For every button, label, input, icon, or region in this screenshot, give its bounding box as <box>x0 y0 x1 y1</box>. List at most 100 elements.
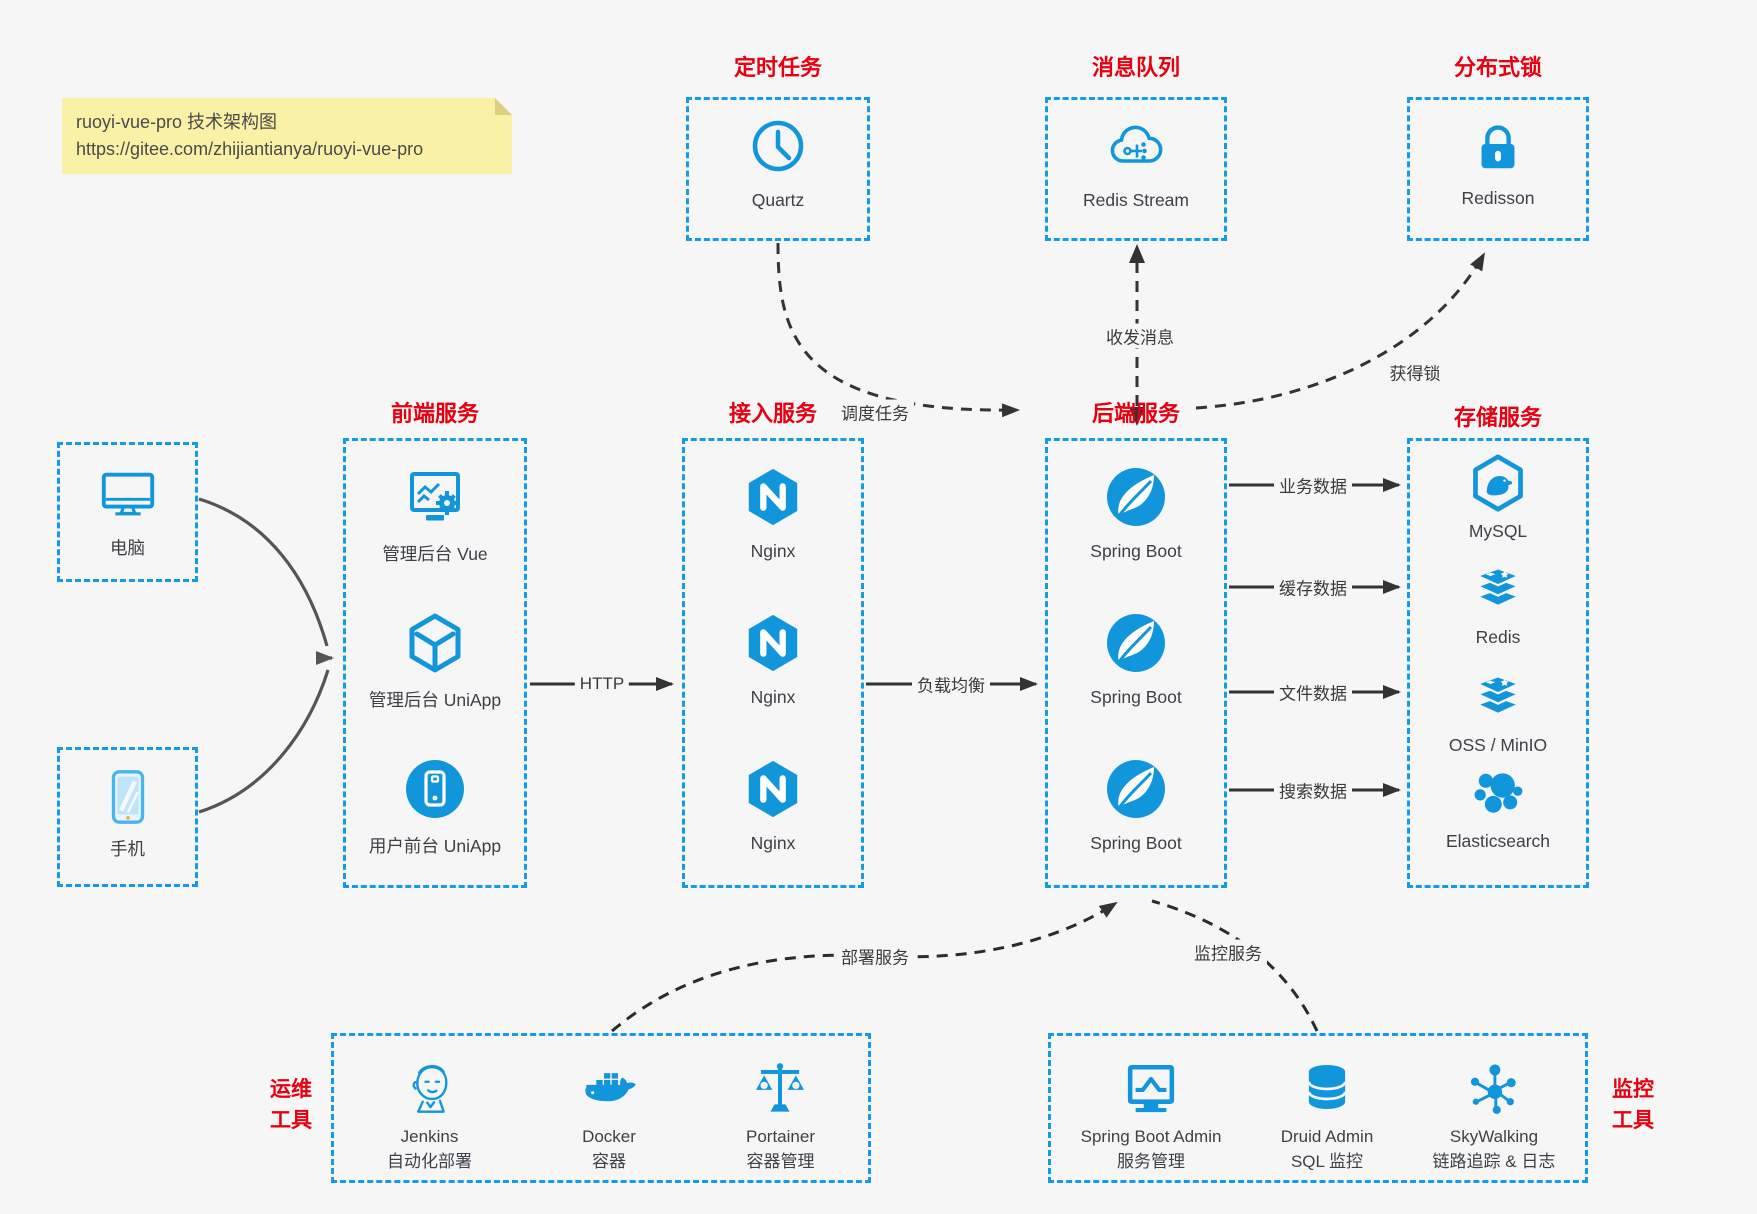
section-label-frontend: 前端服务 <box>390 401 480 426</box>
ops-tools-box: Jenkins 自动化部署 Docker 容器 <box>331 1033 871 1183</box>
redis-stream-box: Redis Stream <box>1045 97 1227 241</box>
edge-label-http: HTTP <box>574 674 630 694</box>
tool-spring-boot-admin: Spring Boot Admin 服务管理 <box>1080 1060 1222 1174</box>
computer-box: 电脑 <box>57 442 198 582</box>
tool-skywalking: SkyWalking 链路追踪 & 日志 <box>1432 1060 1556 1174</box>
section-label-backend: 后端服务 <box>1091 401 1181 426</box>
nginx-icon <box>748 614 798 672</box>
portainer-icon <box>756 1063 805 1112</box>
monitor-chart-icon <box>1127 1064 1175 1113</box>
tool-name: Portainer <box>746 1127 815 1146</box>
node-label: Redisson <box>1461 188 1535 208</box>
oss-stack-icon <box>1476 675 1520 715</box>
ops-tools-label: 运维 工具 <box>270 1078 312 1132</box>
elasticsearch-icon <box>1474 773 1523 813</box>
edge-dispatch-job <box>776 242 1020 418</box>
node-label: Quartz <box>751 190 805 210</box>
edge-phone-to-frontend <box>198 669 330 814</box>
frontend-box: 管理后台 Vue 管理后台 UniApp 用户前台 UniApp <box>343 438 527 888</box>
quartz-box: Quartz <box>686 97 870 241</box>
node-label: Redis Stream <box>1082 190 1189 210</box>
node-label: 管理后台 Vue <box>382 544 488 564</box>
spring-icon <box>1107 468 1165 526</box>
edge-label-file-data: 文件数据 <box>1274 679 1352 705</box>
tool-druid-admin: Druid Admin SQL 监控 <box>1280 1060 1374 1174</box>
redis-stack-icon <box>1476 567 1520 607</box>
msg-arrowhead-down <box>1129 407 1145 426</box>
edge-label-acquire-lock: 获得锁 <box>1384 359 1446 385</box>
section-label-scheduled-jobs: 定时任务 <box>733 55 823 80</box>
node-label: OSS / MinIO <box>1448 735 1548 755</box>
computer-icon <box>101 472 154 516</box>
uniapp-cube-icon <box>409 613 461 673</box>
nginx-icon <box>748 468 798 526</box>
node-label: Nginx <box>750 833 796 853</box>
edge-label-search-data: 搜索数据 <box>1274 777 1352 803</box>
clock-icon <box>752 120 804 172</box>
msg-arrowhead-up <box>1129 244 1145 263</box>
tool-desc: 容器 <box>592 1152 626 1171</box>
tool-name: Druid Admin <box>1280 1127 1374 1146</box>
tool-desc: SQL 监控 <box>1290 1152 1364 1171</box>
edge-computer-to-frontend <box>198 497 329 647</box>
tool-name: Docker <box>582 1127 636 1146</box>
tool-desc: 链路追踪 & 日志 <box>1432 1152 1556 1171</box>
edge-label-business-data: 业务数据 <box>1274 472 1352 498</box>
lock-icon <box>1481 125 1515 169</box>
tool-desc: 容器管理 <box>746 1152 815 1171</box>
phone-box: 手机 <box>57 747 198 887</box>
redisson-box: Redisson <box>1407 97 1589 241</box>
tool-portainer: Portainer 容器管理 <box>746 1060 815 1174</box>
spring-icon <box>1107 760 1165 818</box>
docker-icon <box>585 1073 636 1102</box>
edge-label-dispatch-job: 调度任务 <box>836 399 914 425</box>
admin-vue-icon <box>410 472 460 521</box>
note-url: https://gitee.com/zhijiantianya/ruoyi-vu… <box>76 139 424 159</box>
database-icon <box>1307 1064 1347 1109</box>
tool-jenkins: Jenkins 自动化部署 <box>387 1060 472 1174</box>
jenkins-icon <box>412 1064 447 1113</box>
node-label: 管理后台 UniApp <box>368 690 502 710</box>
node-label: 电脑 <box>110 538 145 558</box>
node-label: 手机 <box>110 839 145 859</box>
node-label: Elasticsearch <box>1445 831 1551 851</box>
sticky-note: ruoyi-vue-pro 技术架构图 https://gitee.com/zh… <box>62 98 512 174</box>
topology-icon <box>1470 1064 1516 1114</box>
nginx-icon <box>748 760 798 818</box>
cloud-stream-icon <box>1110 125 1163 163</box>
monitor-tools-box: Spring Boot Admin 服务管理 Druid Admin SQL 监… <box>1048 1033 1588 1183</box>
edge-monitor-service <box>1151 899 1319 1032</box>
tool-name: SkyWalking <box>1449 1127 1539 1146</box>
node-label: 用户前台 UniApp <box>368 836 502 856</box>
note-title: ruoyi-vue-pro 技术架构图 <box>76 112 278 132</box>
section-label-message-queue: 消息队列 <box>1091 55 1181 80</box>
node-label: Nginx <box>750 541 796 561</box>
node-label: Redis <box>1475 627 1521 647</box>
node-label: Spring Boot <box>1090 541 1182 561</box>
tool-name: Spring Boot Admin <box>1080 1127 1222 1146</box>
backend-box: Spring Boot Spring Boot Spring Boot <box>1045 438 1227 888</box>
storage-box: MySQL Redis <box>1407 438 1589 888</box>
node-label: Spring Boot <box>1090 687 1182 707</box>
gateway-box: Nginx Nginx Nginx <box>682 438 864 888</box>
section-label-gateway: 接入服务 <box>728 401 818 426</box>
section-label-storage: 存储服务 <box>1453 405 1543 430</box>
spring-icon <box>1107 614 1165 672</box>
node-label: MySQL <box>1468 521 1528 541</box>
edge-label-deploy-service: 部署服务 <box>836 943 914 969</box>
edge-label-monitor-service: 监控服务 <box>1189 939 1267 965</box>
edge-label-cache-data: 缓存数据 <box>1274 574 1352 600</box>
tool-name: Jenkins <box>400 1127 459 1146</box>
monitor-tools-label: 监控 工具 <box>1612 1078 1654 1132</box>
node-label: Spring Boot <box>1090 833 1182 853</box>
node-label: Nginx <box>750 687 796 707</box>
tool-docker: Docker 容器 <box>578 1060 640 1174</box>
tool-desc: 服务管理 <box>1117 1152 1186 1171</box>
mysql-icon <box>1473 454 1523 512</box>
user-app-icon <box>406 760 464 818</box>
edge-label-send-receive-msg: 收发消息 <box>1101 323 1179 349</box>
edge-acquire-lock <box>1195 252 1486 410</box>
tool-desc: 自动化部署 <box>387 1152 472 1171</box>
phone-icon <box>111 770 144 824</box>
